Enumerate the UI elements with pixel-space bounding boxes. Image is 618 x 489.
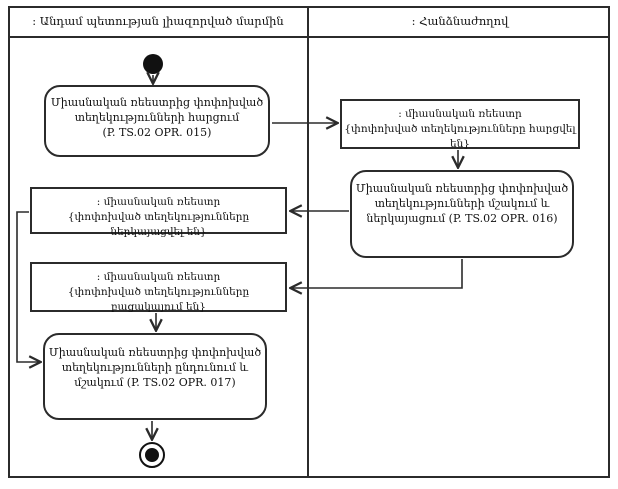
activity-node-opr-016: Միասնական ռեեստրից փոփոխված տեղեկություն… [350,170,574,258]
swimlane-header-commission: : Հանձնաժողով [411,14,509,28]
final-node-icon [139,442,165,468]
activity-node-opr-015: Միասնական ռեեստրից փոփոխված տեղեկություն… [44,85,270,157]
object-node-registry-queried: : միասնական ռեեստր {փոփոխված տեղեկությու… [340,99,580,150]
final-node-dot [145,448,159,462]
object-node-registry-absent: : միասնական ռեեստր {փոփոխված տեղեկությու… [30,262,287,313]
swimlane-header-rule [8,36,610,38]
swimlane-divider [307,6,309,478]
object-node-registry-presented: : միասնական ռեեստր {փոփոխված տեղեկությու… [30,187,287,238]
swimlane-header-authorized-body: : Անդամ պետության լիազորված մարմին [32,14,284,28]
initial-node-icon [143,54,163,74]
activity-node-opr-017: Միասնական ռեեստրից փոփոխված տեղեկություն… [43,333,267,420]
